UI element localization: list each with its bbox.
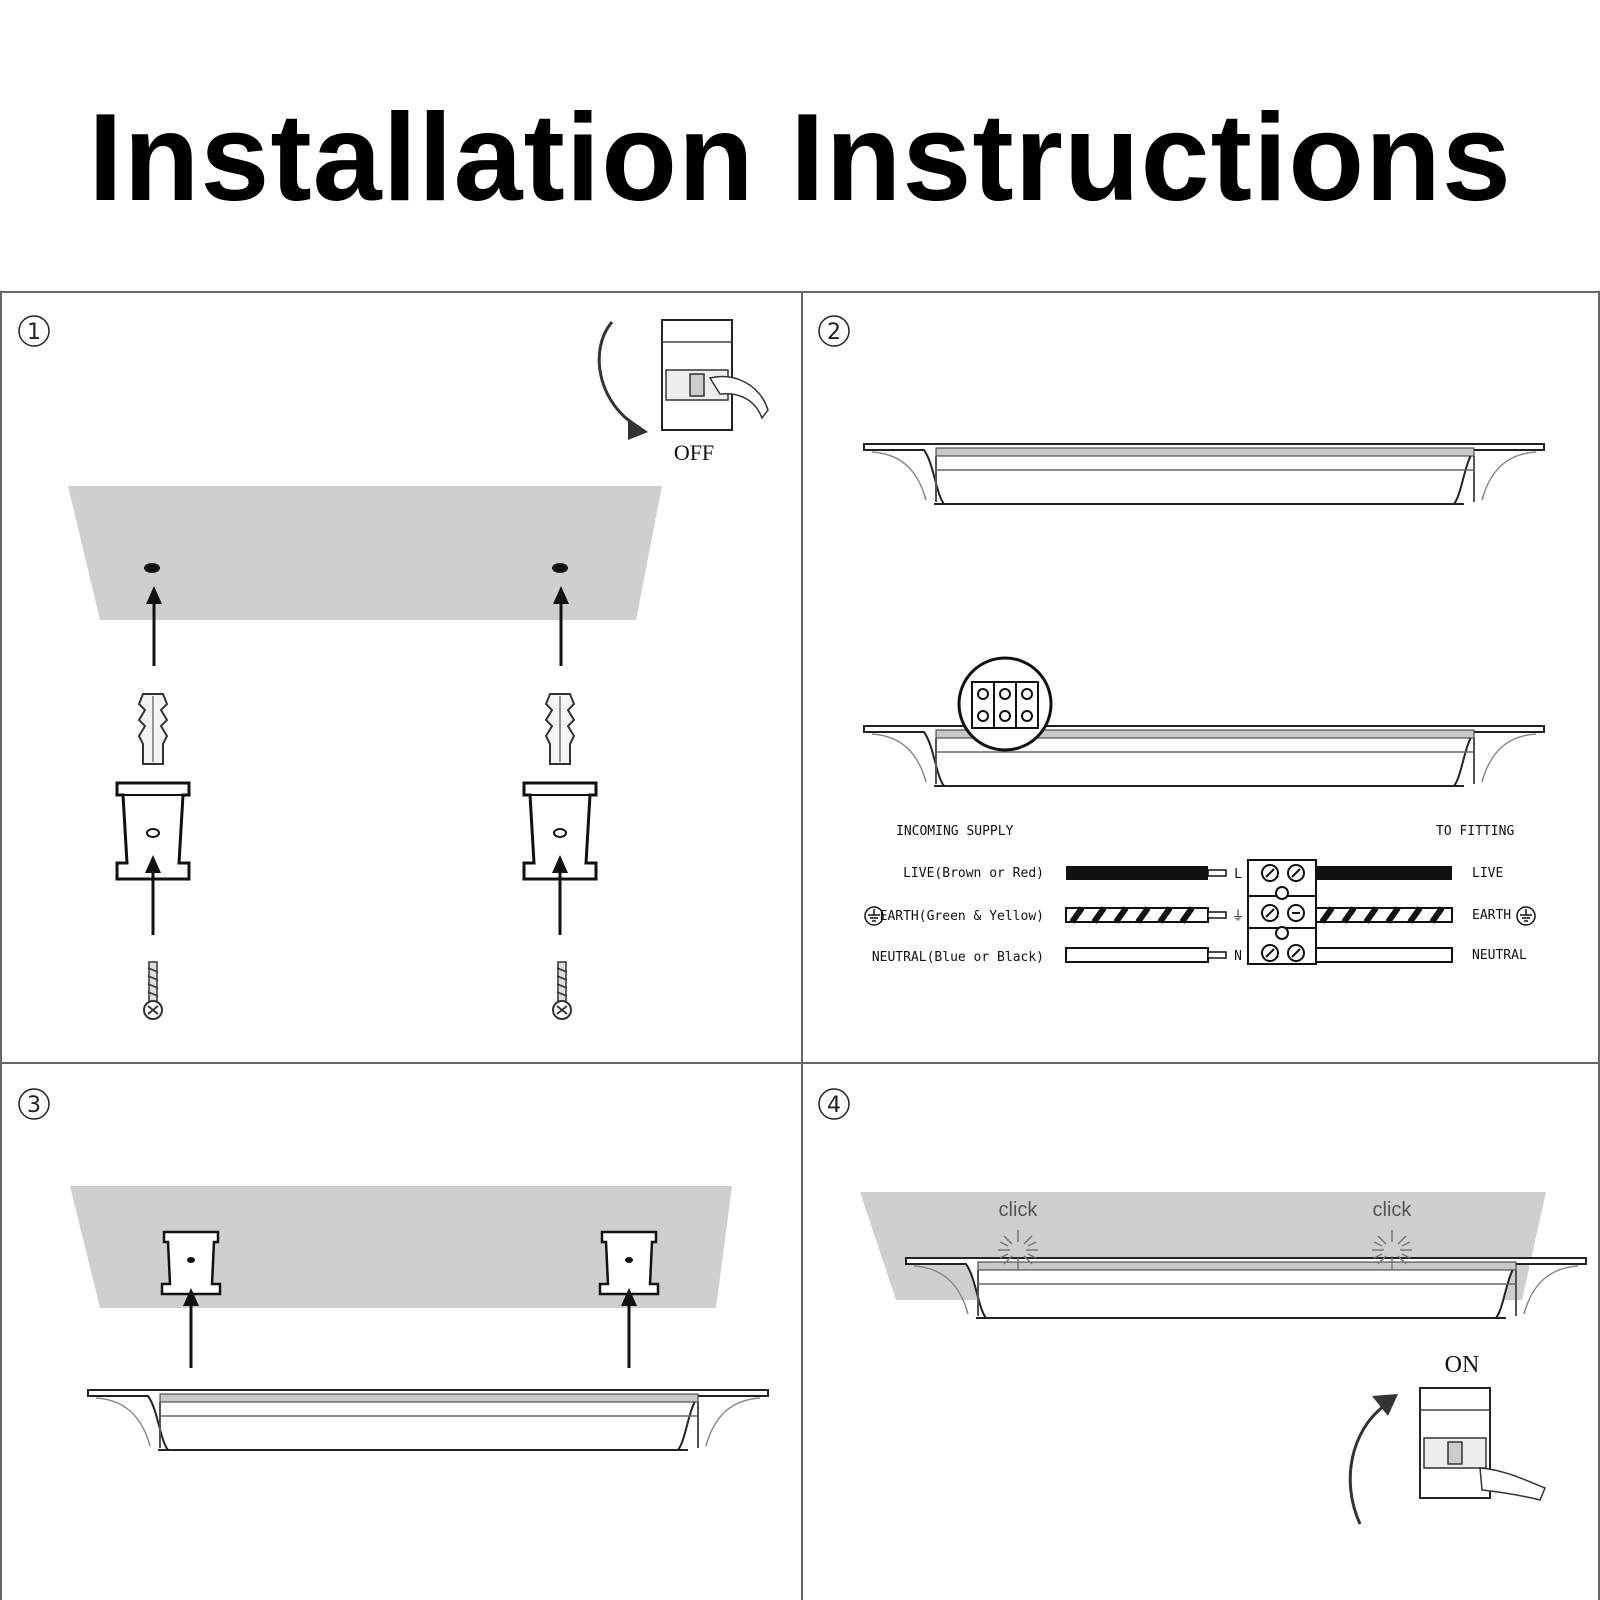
svg-text:4: 4 <box>827 1093 841 1118</box>
page-title: Installation Instructions <box>88 89 1512 227</box>
terminal-neutral-mark: N <box>1234 949 1242 964</box>
neutral-wire <box>1065 947 1209 963</box>
wall-plug-icon <box>138 693 168 765</box>
drill-hole <box>552 563 568 573</box>
screw-icon <box>552 961 572 1020</box>
mounting-clip <box>598 1230 660 1296</box>
incoming-supply-header: INCOMING SUPPLY <box>896 824 1014 839</box>
click-label: click <box>999 1199 1039 1221</box>
neutral-fitting-label: NEUTRAL <box>1472 948 1527 963</box>
terminal-earth-mark: ⏚ <box>1231 909 1244 924</box>
circuit-breaker-icon <box>661 319 733 431</box>
earth-incoming-label: EARTH(Green & Yellow) <box>880 909 1044 924</box>
step-3-number: 3 <box>18 1088 50 1120</box>
panel-grid <box>0 291 1600 1600</box>
step-4-panel: 4 click click ON <box>818 1088 1587 1525</box>
curved-arrow-down-icon <box>597 321 641 430</box>
hand-icon <box>1479 1467 1546 1501</box>
neutral-wire-fitting <box>1315 947 1453 963</box>
svg-text:3: 3 <box>27 1093 41 1118</box>
ceiling <box>68 486 662 620</box>
on-label: ON <box>1445 1352 1480 1378</box>
light-fixture <box>905 1257 1587 1319</box>
screw-icon <box>143 961 163 1020</box>
wall-plug-icon <box>545 693 575 765</box>
live-wire <box>1066 866 1208 880</box>
earth-fitting-label: EARTH <box>1472 908 1511 923</box>
step-3-panel: 3 <box>18 1088 769 1451</box>
earth-symbol-icon <box>864 906 884 926</box>
earth-symbol-icon <box>1516 906 1536 926</box>
breaker-on: ON <box>1348 1352 1546 1525</box>
light-fixture <box>863 443 1545 505</box>
step-1-number: 1 <box>18 315 50 347</box>
drill-hole <box>144 563 160 573</box>
light-fixture <box>87 1389 769 1451</box>
svg-text:2: 2 <box>827 320 841 345</box>
svg-text:1: 1 <box>27 320 41 345</box>
terminal-block-zoom-icon <box>957 656 1053 752</box>
click-label: click <box>1373 1199 1413 1221</box>
wiring-diagram: INCOMING SUPPLY TO FITTING LIVE(Brown or… <box>864 824 1536 965</box>
breaker-off: OFF <box>597 319 769 465</box>
step-1-panel: 1 OFF <box>18 315 769 1020</box>
hand-icon <box>708 375 769 420</box>
light-fixture <box>863 725 1545 787</box>
live-incoming-label: LIVE(Brown or Red) <box>903 866 1044 881</box>
step-2-panel: 2 INCOMING SUPPLY TO FITTING LIVE(Brown … <box>818 315 1545 965</box>
off-label: OFF <box>674 440 714 465</box>
step-2-number: 2 <box>818 315 850 347</box>
step-4-number: 4 <box>818 1088 850 1120</box>
curved-arrow-up-icon <box>1348 1404 1385 1525</box>
terminal-live-mark: L <box>1234 867 1242 882</box>
mounting-clip <box>160 1230 222 1296</box>
ceiling <box>70 1186 732 1308</box>
circuit-breaker-icon <box>1419 1387 1491 1499</box>
live-wire-fitting <box>1316 866 1452 880</box>
terminal-block-icon <box>1247 859 1317 965</box>
neutral-incoming-label: NEUTRAL(Blue or Black) <box>872 950 1044 965</box>
to-fitting-header: TO FITTING <box>1436 824 1514 839</box>
live-fitting-label: LIVE <box>1472 866 1503 881</box>
